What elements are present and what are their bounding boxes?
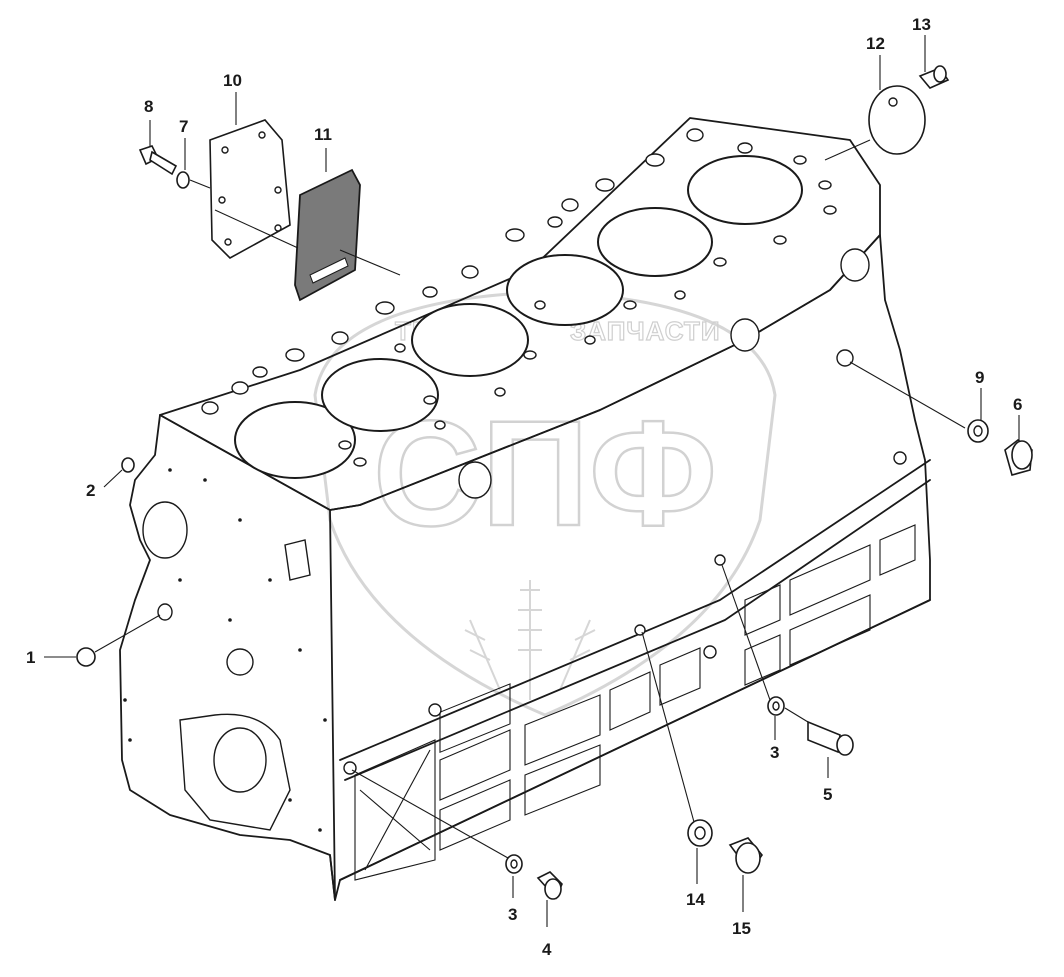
callout-4: 4 xyxy=(542,940,552,959)
cylinder-bore-5 xyxy=(597,207,713,277)
part-9-washer xyxy=(967,419,989,443)
callout-3-upper: 3 xyxy=(770,743,779,762)
part-3-washer-lower xyxy=(505,854,523,874)
cylinder-bore-3 xyxy=(411,303,529,377)
part-2-plug xyxy=(121,457,135,473)
part-6-plug xyxy=(1004,439,1033,476)
engine-block xyxy=(119,117,931,901)
callout-2: 2 xyxy=(86,481,95,500)
callout-12: 12 xyxy=(866,34,885,53)
part-13-bolt xyxy=(918,65,950,89)
callout-11: 11 xyxy=(314,125,332,144)
part-3-washer-upper xyxy=(767,696,785,716)
block-rib-frames xyxy=(439,524,916,851)
callout-8: 8 xyxy=(144,97,153,116)
part-11-gasket xyxy=(294,168,361,302)
callout-labels: 1 2 3 3 4 5 6 7 8 9 10 11 12 13 14 15 xyxy=(26,15,1022,959)
part-5-sensor xyxy=(807,720,854,756)
part-4-plug xyxy=(536,871,563,900)
leader-lines xyxy=(44,35,1020,927)
callout-6: 6 xyxy=(1013,395,1022,414)
front-face-dots xyxy=(123,468,327,832)
deck-holes xyxy=(201,128,837,467)
watermark-wheat-icon xyxy=(464,580,596,700)
callout-9: 9 xyxy=(975,368,984,387)
callout-3-lower: 3 xyxy=(508,905,517,924)
cylinder-bore-6 xyxy=(687,155,803,225)
callout-1: 1 xyxy=(26,648,35,667)
cylinder-bore-4 xyxy=(506,254,624,326)
part-8-bolt xyxy=(138,145,178,176)
part-7-washer xyxy=(176,171,190,189)
part-15-plug xyxy=(728,837,764,874)
callout-5: 5 xyxy=(823,785,832,804)
callout-7: 7 xyxy=(179,117,188,136)
block-x-brace xyxy=(354,739,436,881)
callout-15: 15 xyxy=(732,919,751,938)
block-side-ports xyxy=(142,248,907,831)
cylinder-bore-2 xyxy=(321,358,439,432)
callout-10: 10 xyxy=(223,71,242,90)
watermark: ТЕХНИКА ЗАПЧАСТИ СПФ xyxy=(313,290,777,717)
part-10-cover-plate xyxy=(209,119,291,259)
part-12-plate xyxy=(868,85,926,155)
part-14-washer xyxy=(687,819,713,847)
watermark-shield xyxy=(313,290,777,717)
part-1-plug xyxy=(76,647,96,667)
watermark-logo: СПФ xyxy=(373,389,717,557)
callout-14: 14 xyxy=(686,890,705,909)
cylinder-bore-1 xyxy=(234,401,356,479)
cylinder-bores xyxy=(234,155,803,479)
callout-13: 13 xyxy=(912,15,931,34)
